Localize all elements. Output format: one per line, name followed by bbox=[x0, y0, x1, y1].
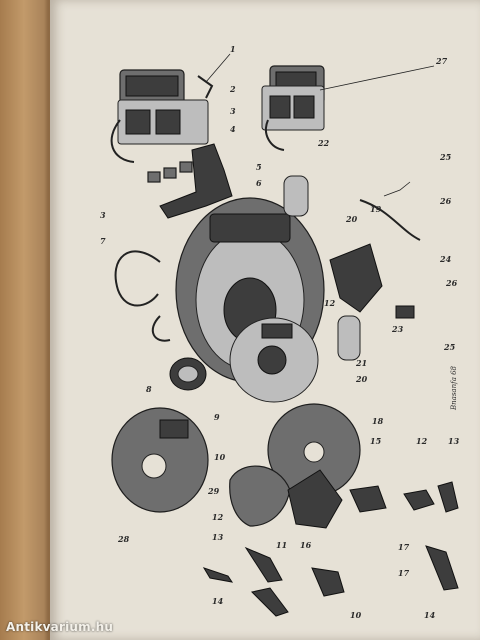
callout-15: 15 bbox=[370, 436, 382, 446]
cam-assembly bbox=[287, 469, 343, 529]
callout-1: 1 bbox=[230, 44, 236, 54]
bracket bbox=[159, 143, 233, 219]
callout-8: 8 bbox=[146, 384, 152, 394]
callout-11: 11 bbox=[276, 540, 287, 550]
callout-13a: 13 bbox=[448, 436, 460, 446]
disc-10 bbox=[267, 403, 361, 497]
callout-28: 28 bbox=[117, 534, 130, 544]
coil-assembly-left bbox=[110, 69, 214, 163]
callout-4: 4 bbox=[230, 124, 236, 134]
capacitor bbox=[169, 357, 207, 391]
watermark: Antikvarium.hu bbox=[6, 620, 114, 634]
callout-25b: 25 bbox=[443, 342, 456, 352]
callout-17a: 17 bbox=[398, 542, 410, 552]
callout-labels: 1 2 3 3 4 5 6 7 8 9 10 10 11 12 12 12 13… bbox=[100, 44, 460, 620]
breaker-plate bbox=[229, 317, 319, 403]
callout-12c: 12 bbox=[212, 512, 224, 522]
callout-10: 10 bbox=[214, 452, 226, 462]
callout-23: 23 bbox=[391, 324, 404, 334]
callout-3b: 3 bbox=[100, 210, 106, 220]
callout-24: 24 bbox=[439, 254, 452, 264]
wire-lower bbox=[151, 315, 171, 342]
callout-19: 19 bbox=[370, 204, 382, 214]
callout-12a: 12 bbox=[324, 298, 336, 308]
callout-3: 3 bbox=[230, 106, 236, 116]
disc-28 bbox=[111, 407, 209, 513]
callout-2: 2 bbox=[229, 84, 236, 94]
callout-22: 22 bbox=[317, 138, 330, 148]
coil-assembly-right bbox=[261, 65, 325, 151]
callout-26a: 26 bbox=[439, 196, 452, 206]
clips bbox=[147, 161, 193, 183]
callout-25a: 25 bbox=[439, 152, 452, 162]
callout-27: 27 bbox=[435, 56, 448, 66]
callout-21: 21 bbox=[355, 358, 367, 368]
callout-5: 5 bbox=[256, 162, 262, 172]
wire-7 bbox=[114, 250, 161, 307]
callout-6: 6 bbox=[256, 178, 262, 188]
right-components bbox=[283, 175, 421, 361]
callout-9: 9 bbox=[214, 412, 220, 422]
callout-17b: 17 bbox=[398, 568, 410, 578]
small-levers bbox=[202, 481, 459, 617]
arc-plate-29 bbox=[229, 465, 291, 527]
callout-12b: 12 bbox=[416, 436, 428, 446]
callout-14a: 14 bbox=[212, 596, 224, 606]
callout-20a: 20 bbox=[345, 214, 358, 224]
callout-26b: 26 bbox=[445, 278, 458, 288]
callout-20b: 20 bbox=[355, 374, 368, 384]
callout-10b: 10 bbox=[350, 610, 362, 620]
artist-signature: Bnasanfa 68 bbox=[450, 365, 458, 411]
callout-13b: 13 bbox=[212, 532, 224, 542]
callout-29: 29 bbox=[207, 486, 220, 496]
callout-14b: 14 bbox=[424, 610, 436, 620]
callout-7: 7 bbox=[100, 236, 106, 246]
callout-18: 18 bbox=[372, 416, 384, 426]
callout-16: 16 bbox=[300, 540, 312, 550]
